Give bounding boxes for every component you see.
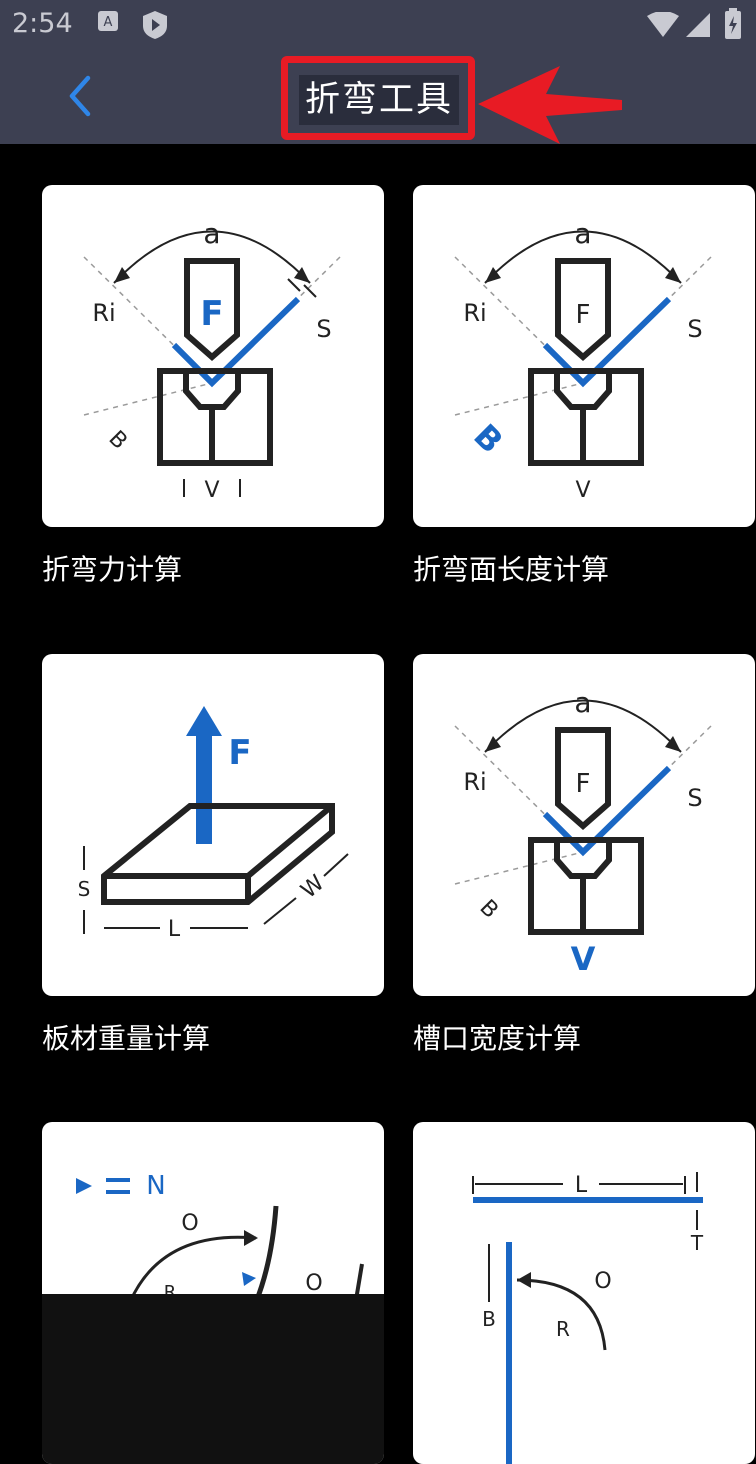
legend-label: N	[146, 1171, 165, 1201]
opening-label: V	[571, 940, 596, 978]
flange-label: B	[474, 895, 502, 923]
angle-label: a	[574, 217, 591, 250]
tool-card-sheet-weight[interactable]: F S L W	[42, 654, 384, 996]
tool-label-slot-width[interactable]: 槽口宽度计算	[413, 1022, 582, 1055]
force-label: F	[576, 300, 591, 330]
o2-label: O	[305, 1271, 322, 1296]
tool-5-diagram: N O O R	[76, 1171, 364, 1303]
wifi-icon	[647, 12, 679, 37]
tool-6-diagram: L T B O R	[472, 1172, 704, 1464]
flange-label: B	[103, 426, 131, 454]
svg-text:A: A	[104, 15, 113, 30]
bending-face-length-diagram: a Ri F S B V	[454, 217, 712, 503]
force-label: F	[576, 769, 591, 799]
radius-label: Ri	[463, 768, 486, 796]
title-highlight-box	[281, 56, 475, 140]
angle-label: a	[574, 686, 591, 719]
tool-label-bending-face-length[interactable]: 折弯面长度计算	[413, 553, 610, 586]
tool-grid: a Ri F S B V 折弯力计算 a Ri	[0, 144, 756, 1464]
length-label: L	[575, 1173, 588, 1198]
play-shield-icon	[143, 11, 167, 39]
thickness-label: S	[687, 784, 702, 812]
tool-card-5[interactable]: N O O R	[42, 1122, 384, 1464]
sheet-weight-diagram: F S L W	[78, 706, 349, 942]
notification-a-icon: A	[98, 11, 118, 31]
opening-label: V	[204, 478, 219, 503]
callout-arrow-icon	[478, 66, 622, 144]
tool-card-bending-face-length[interactable]: a Ri F S B V	[413, 185, 755, 527]
app-bar: 折弯工具	[0, 50, 756, 144]
opening-label: V	[575, 478, 590, 503]
o-label: O	[594, 1269, 611, 1294]
thickness-label: S	[316, 315, 331, 343]
length-label: L	[168, 917, 181, 942]
status-bar: 2:54 A	[0, 0, 756, 50]
flange-label: B	[466, 417, 510, 461]
tool-card-6[interactable]: L T B O R	[413, 1122, 755, 1464]
thickness-label: S	[687, 315, 702, 343]
slot-width-diagram: a Ri F S B V	[454, 686, 712, 978]
o1-label: O	[181, 1211, 198, 1236]
bending-force-diagram: a Ri F S B V	[83, 217, 341, 503]
force-label: F	[200, 294, 223, 334]
thickness-label: S	[78, 877, 91, 901]
angle-label: a	[203, 217, 220, 250]
force-label: F	[228, 733, 251, 773]
tool-label-sheet-weight[interactable]: 板材重量计算	[42, 1022, 211, 1055]
radius-label: Ri	[463, 299, 486, 327]
height-label: B	[482, 1307, 496, 1331]
radius-label: Ri	[92, 299, 115, 327]
card-overlay	[42, 1294, 384, 1464]
back-button[interactable]	[56, 68, 112, 124]
chevron-left-icon	[69, 75, 91, 117]
thickness-label: T	[690, 1231, 704, 1255]
status-time: 2:54	[12, 8, 73, 39]
battery-charging-icon	[725, 8, 741, 39]
tool-card-slot-width[interactable]: a Ri F S B V	[413, 654, 755, 996]
tool-label-bending-force[interactable]: 折弯力计算	[42, 553, 183, 586]
signal-icon	[686, 13, 710, 37]
tool-card-bending-force[interactable]: a Ri F S B V	[42, 185, 384, 527]
radius-label: R	[556, 1317, 570, 1341]
page-title: 折弯工具	[299, 75, 459, 125]
